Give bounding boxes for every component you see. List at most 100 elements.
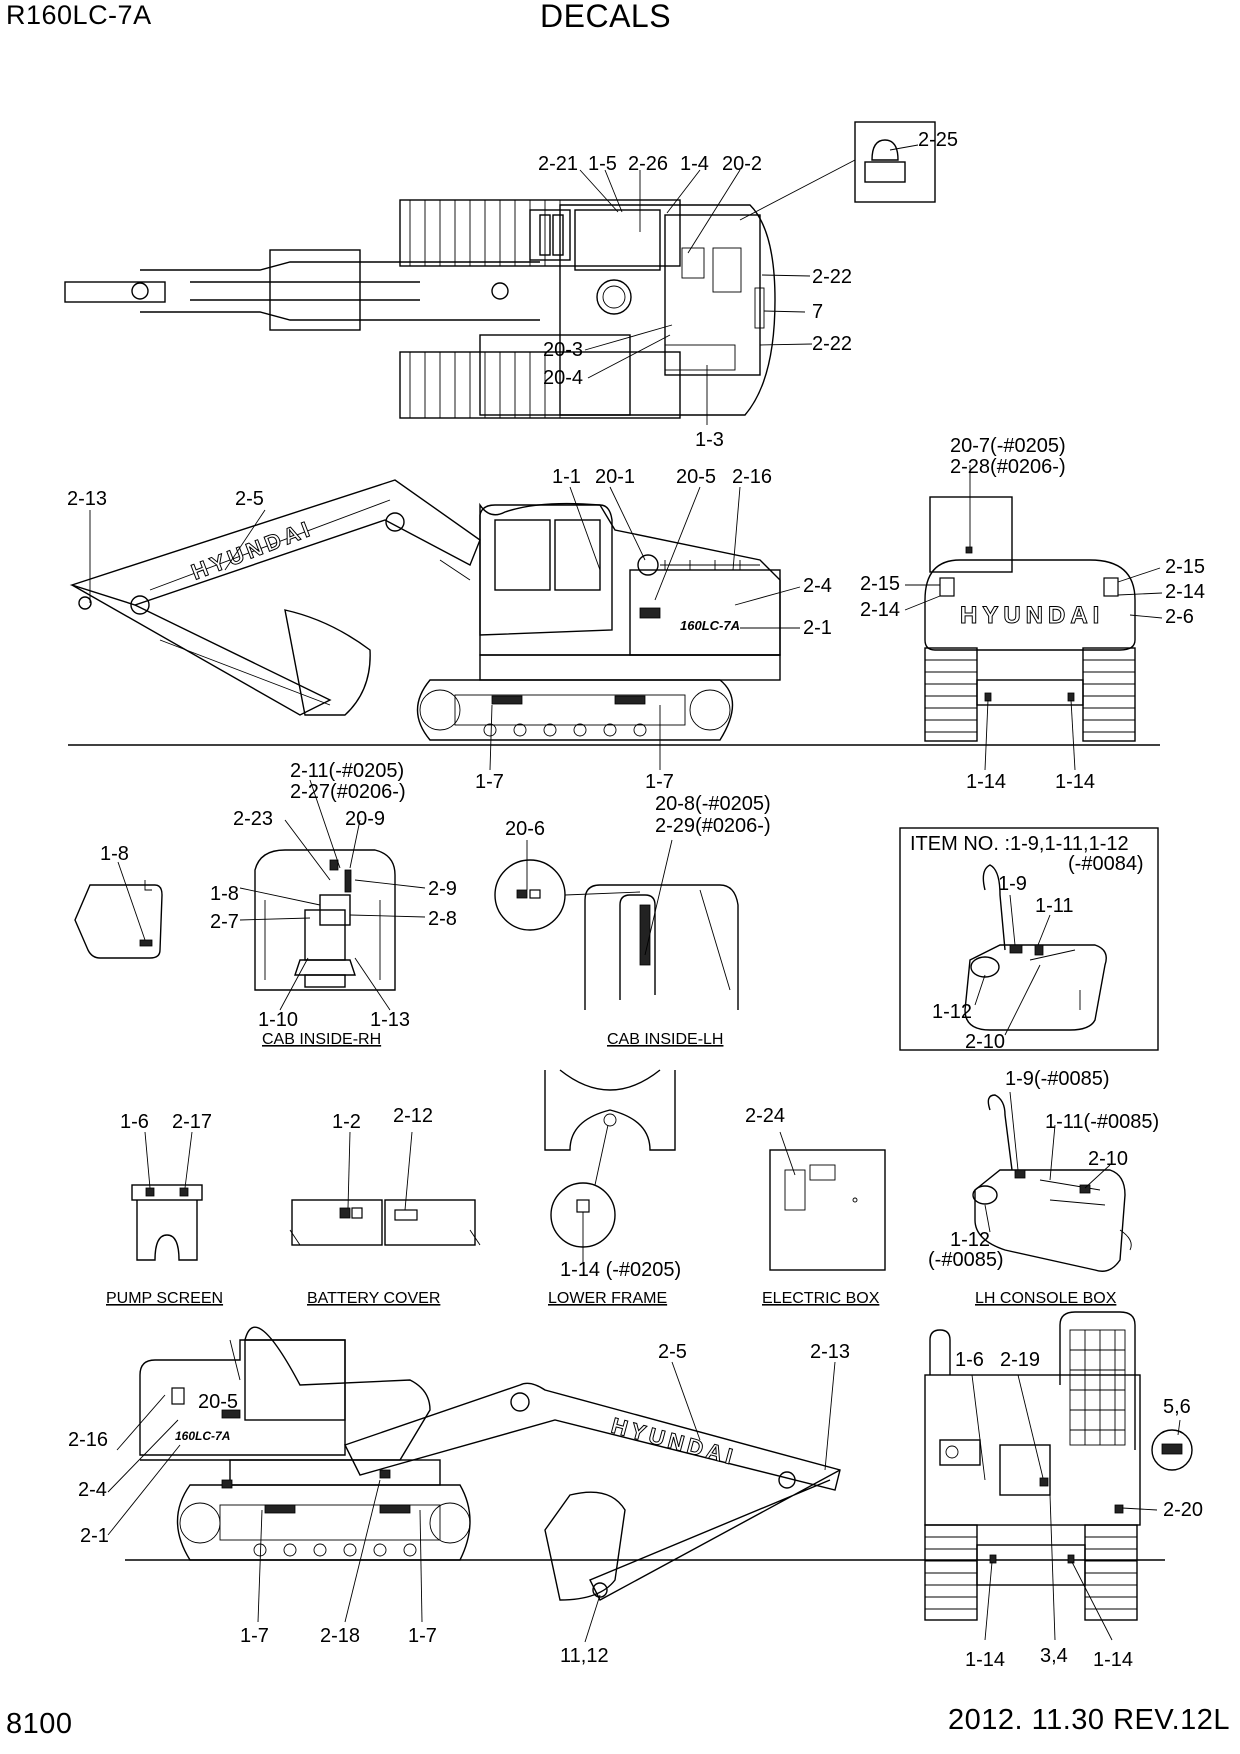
callout: 20-5 <box>676 466 716 488</box>
callout: 20-5 <box>198 1391 238 1413</box>
callout: 2-15 <box>860 573 900 595</box>
callout: 2-6 <box>1165 606 1194 628</box>
callouts-small-parts: 1-6 2-17 1-2 2-12 1-14 (-#0205) 2-24 <box>120 1105 785 1281</box>
callout: 1-7 <box>240 1625 269 1647</box>
page-title: DECALS <box>540 0 672 34</box>
rh-bucket <box>284 609 371 716</box>
rh-cab <box>479 504 613 636</box>
callouts-cab-lh: 20-6 20-8(-#0205) 2-29(#0206-) <box>505 793 771 840</box>
lh-upper-structure <box>139 1339 346 1456</box>
detail-circle-5-6 <box>1151 1429 1193 1471</box>
callout: 2-5 <box>235 488 264 510</box>
callout: 2-13 <box>810 1341 850 1363</box>
callouts-side-lh: 2-5 2-13 20-5 2-16 2-4 2-1 1-7 2-18 1-7 … <box>68 1341 850 1667</box>
callout: 1-13 <box>370 1009 410 1031</box>
callout: 2-13 <box>67 488 107 510</box>
rh-track <box>416 679 734 741</box>
callouts-top-view: 2-21 1-5 2-26 1-4 20-2 2-25 2-22 7 2-22 … <box>538 129 958 451</box>
callout: 1-6 <box>120 1111 149 1133</box>
callout: 1-5 <box>588 153 617 175</box>
page-number: 8100 <box>6 1708 73 1740</box>
callout: 2-4 <box>78 1479 107 1501</box>
callout: 1-4 <box>680 153 709 175</box>
callout: 2-21 <box>538 153 578 175</box>
callout: 1-14 <box>965 1649 1005 1671</box>
callouts-rear: 20-7(-#0205) 2-28(#0206-) 2-15 2-14 2-15… <box>860 435 1205 793</box>
callout: 2-25 <box>918 129 958 151</box>
callout: 1-9 <box>998 873 1027 895</box>
callout: 2-16 <box>732 466 772 488</box>
callout: 20-4 <box>543 367 583 389</box>
callout: 2-14 <box>1165 581 1205 603</box>
cab-rh-outline <box>254 849 396 991</box>
lh-bucket <box>544 1491 626 1601</box>
pump-screen-view: PUMP SCREEN <box>106 1184 223 1307</box>
callout: 1-9(-#0085) <box>1005 1068 1110 1090</box>
callouts-side-rh: 2-13 2-5 1-1 20-1 20-5 2-16 2-4 2-1 1-7 … <box>67 466 832 793</box>
lh-model-badge: 160LC-7A <box>175 1429 230 1443</box>
lower-frame-view: LOWER FRAME <box>544 1069 676 1307</box>
callouts-console-early: 1-9 1-11 1-12 2-10 <box>932 873 1074 1053</box>
rh-upper-structure <box>479 502 781 656</box>
callout: 2-22 <box>812 333 852 355</box>
callout: 1-7 <box>645 771 674 793</box>
caption-electric-box: ELECTRIC BOX <box>762 1290 880 1307</box>
callout: 2-9 <box>428 878 457 900</box>
callout: 1-1 <box>552 466 581 488</box>
callout: 2-11(-#0205) <box>290 760 404 782</box>
callout: 2-27(#0206-) <box>290 781 406 803</box>
front-view <box>924 1311 1193 1621</box>
callout: 20-7(-#0205) <box>950 435 1066 457</box>
rh-arm <box>71 584 332 716</box>
callout: 5,6 <box>1163 1396 1191 1418</box>
callout: 2-1 <box>80 1525 109 1547</box>
console-early <box>964 864 1107 1031</box>
callout: 1-14 <box>1055 771 1095 793</box>
top-track-lower <box>399 351 681 419</box>
item-no-line1: ITEM NO. :1-9,1-11,1-12 <box>910 833 1129 855</box>
top-control-panel <box>574 209 661 271</box>
callout: 1-12 <box>932 1001 972 1023</box>
callout: 1-14 (-#0205) <box>560 1259 681 1281</box>
top-cab-roof <box>664 214 761 376</box>
callout: 20-2 <box>722 153 762 175</box>
callout: 1-8 <box>210 883 239 905</box>
callout: 2-23 <box>233 808 273 830</box>
callout: 2-26 <box>628 153 668 175</box>
callout: 2-7 <box>210 911 239 933</box>
caption-lower-frame: LOWER FRAME <box>548 1290 667 1307</box>
callout: 2-16 <box>68 1429 108 1451</box>
callout: 2-12 <box>393 1105 433 1127</box>
top-deck <box>479 334 631 416</box>
callout: 20-6 <box>505 818 545 840</box>
top-view <box>64 121 936 419</box>
lh-boom <box>344 1382 841 1491</box>
callout: 20-8(-#0205) <box>655 793 771 815</box>
callout: 2-5 <box>658 1341 687 1363</box>
rear-upper-structure <box>924 559 1136 651</box>
boom-brand-lettering-lh: HYUNDAI <box>609 1413 739 1470</box>
callout: 11,12 <box>560 1645 609 1667</box>
callout: 1-11(-#0085) <box>1045 1111 1159 1133</box>
caption-pump-screen: PUMP SCREEN <box>106 1290 223 1307</box>
callout: 2-8 <box>428 908 457 930</box>
caption-cab-inside-lh: CAB INSIDE-LH <box>607 1031 723 1048</box>
callouts-console-late: 1-9(-#0085) 1-11(-#0085) 2-10 1-12 (-#00… <box>928 1068 1159 1271</box>
callout: 7 <box>812 301 823 323</box>
cab-lh-outline <box>584 884 739 1010</box>
caption-cab-inside-rh: CAB INSIDE-RH <box>262 1031 381 1048</box>
battery-cover-view: BATTERY COVER <box>289 1199 481 1307</box>
callout: 1-10 <box>258 1009 298 1031</box>
callout: 20-1 <box>595 466 635 488</box>
callout: 2-17 <box>172 1111 212 1133</box>
callout: 2-4 <box>803 575 832 597</box>
callout: 2-1 <box>803 617 832 639</box>
callout: 2-15 <box>1165 556 1205 578</box>
lh-console-box-view: LH CONSOLE BOX <box>972 1094 1132 1307</box>
callout: 2-29(#0206-) <box>655 815 771 837</box>
caption-battery-cover: BATTERY COVER <box>307 1290 440 1307</box>
callout: 2-18 <box>320 1625 360 1647</box>
callout: 1-3 <box>695 429 724 451</box>
